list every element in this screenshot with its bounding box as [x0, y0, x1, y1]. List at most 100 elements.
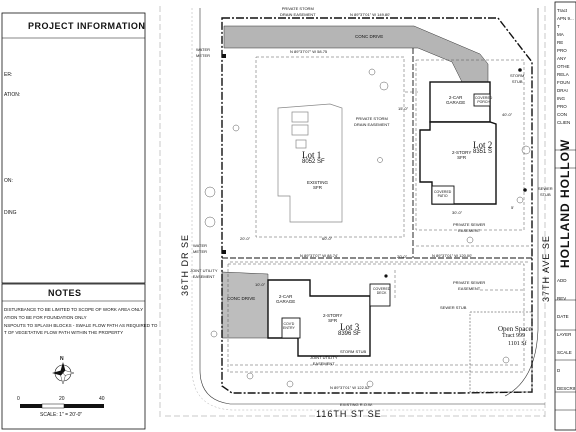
dimension-label: 40'-0" — [502, 112, 513, 117]
sewer-easement-label: PRIVATE SEWER EASEMENT — [453, 222, 486, 233]
dimension-label: 30'-0" — [452, 210, 463, 215]
conc-drive-label: CONC DRIVE — [227, 296, 256, 301]
lot3-name: Lot 3 — [340, 322, 360, 332]
storm-stub-label: STORM STUB — [340, 349, 367, 354]
storm-easement-label: PRIVATE STORM DRAIN EASEMENT — [280, 6, 316, 17]
dimension-label: 15'-0" — [398, 106, 409, 111]
dimension-label: 20'-0" — [397, 254, 408, 259]
notes-title: NOTES — [48, 288, 82, 298]
open-space-tract: Tract 999 — [502, 333, 525, 339]
title-block-text: Tract — [557, 8, 568, 13]
lot1-area: 8052 SF — [302, 159, 325, 165]
open-space-tract — [469, 311, 533, 393]
north-label: N — [60, 356, 64, 362]
water-meter-icon — [222, 250, 226, 254]
street-label-west: 36TH DR SE — [180, 233, 190, 296]
project-info-fragment: ON: — [4, 178, 13, 184]
property-boundary — [221, 17, 533, 394]
dimension-label: 20'-0" — [240, 236, 251, 241]
lot2-house — [419, 81, 497, 205]
project-info-title: PROJECT INFORMATION — [28, 21, 146, 31]
title-block-text: DATE — [557, 314, 569, 319]
title-block-text: PRO — [557, 48, 567, 53]
open-space-name: Open Space — [498, 325, 532, 333]
joint-utility-label: JOINT UTILITY EASEMENT — [310, 355, 338, 366]
notes-frame — [1, 283, 146, 430]
bearing-label: N 89°37'07" W 88.74' — [300, 253, 338, 258]
lot2-name: Lot 2 — [473, 140, 493, 150]
lot2-house-label: 2-STORY SFR — [452, 150, 472, 160]
west-road-edge — [199, 8, 545, 405]
title-block-text: LAYER — [557, 332, 572, 337]
lot2-area: 8351 S — [473, 149, 493, 155]
project-info-frame — [1, 12, 146, 284]
title-block-text: ANY — [557, 56, 567, 61]
scale-bar — [20, 403, 104, 409]
bearing-label: N 89°37'01" W 120.00' — [432, 253, 473, 258]
title-block-text: APN 9... — [557, 16, 574, 21]
title-block-text: CLIEN — [557, 120, 571, 125]
storm-stub-icon — [518, 68, 522, 72]
note-line: NSPOUTS TO SPLASH BLOCKS - SWALE FLOW PA… — [4, 323, 158, 328]
title-block-text: RE — [557, 40, 564, 45]
title-block-text: PRO — [557, 104, 567, 109]
title-block-text: RELA — [557, 72, 569, 77]
street-label-east: 37TH AVE SE — [541, 235, 551, 302]
lot3-entry-label: COV'D ENTRY — [283, 322, 295, 330]
scale-tick: 0 — [17, 396, 20, 402]
bearing-label: N 89°37'01" W 149.80' — [350, 12, 391, 17]
title-block-text: FOUN — [557, 80, 570, 85]
street-label-south: 116TH ST SE — [316, 409, 382, 419]
title-block-text: DESCRIPTI — [557, 386, 575, 391]
title-block-text: OTHE — [557, 64, 570, 69]
bearing-label: N 89°37'07" W 58.75 — [290, 49, 328, 54]
lot2-patio-label: COVERED PATIO — [434, 190, 452, 198]
water-meter-label: WATER METER — [196, 47, 210, 58]
tree-symbols — [204, 68, 531, 388]
lot1-house-label: EXISTING SFR — [307, 180, 329, 190]
sewer-stub-label: SEWER STUB — [538, 186, 553, 197]
lot2-porch-label: COVERED PORCH — [475, 96, 493, 104]
scale-tick: 20 — [59, 396, 65, 402]
conc-drive-label: CONC DRIVE — [355, 34, 384, 39]
title-block-text: D — [557, 368, 561, 373]
lot1-existing-house — [277, 103, 343, 223]
title-block-text: SCALE — [557, 350, 572, 355]
note-line: T OF VEGETATIVE FLOW PATH WITHIN THE PRO… — [4, 330, 124, 335]
note-line: ATION TO BE FOR FOUNDATION ONLY — [4, 315, 87, 320]
scale-label: SCALE: 1" = 20'-0" — [40, 412, 83, 418]
dimension-label: 5' — [511, 205, 514, 210]
sewer-stub-icon — [523, 188, 527, 192]
storm-easement-label: PRIVATE STORM DRAIN EASEMENT — [354, 116, 390, 127]
project-info-fragment: ATION: — [4, 92, 21, 98]
lot1-name: Lot 1 — [302, 150, 322, 160]
title-block-text: ADD — [557, 278, 567, 283]
lot3-porch-label: COVERED DECK — [373, 287, 391, 295]
project-info-fragment: DING — [4, 210, 17, 216]
project-info-fragment: ER: — [4, 72, 13, 78]
title-block-text: CON — [557, 112, 567, 117]
dimension-label: 10'-0" — [255, 282, 266, 287]
north-arrow-icon — [52, 362, 75, 385]
note-line: DISTURBANCE TO BE LIMITED TO SCOPE OF WO… — [4, 307, 144, 312]
sewer-stub-label: SEWER STUB — [440, 305, 467, 310]
lot3-house-label: 2-STORY SFR — [323, 313, 343, 323]
title-block-text: MA — [557, 32, 564, 37]
title-block-text: ING — [557, 96, 566, 101]
title-block-text: DRAI — [557, 88, 568, 93]
dimension-label: 60'-0" — [322, 236, 333, 241]
title-block-frame — [554, 1, 576, 431]
lot2-garage-label: 2-CAR GARAGE — [446, 95, 466, 105]
water-meter-label: WATER METER — [193, 243, 207, 254]
storm-stub-icon — [384, 274, 388, 278]
existing-row-label: EXISTING R.O.W. — [340, 402, 373, 407]
street-name-vertical: HOLLAND HOLLOW — [558, 138, 572, 268]
water-meter-icon — [222, 54, 226, 58]
sewer-easement-label: PRIVATE SEWER EASEMENT — [453, 280, 486, 291]
lot3-area: 8396 SF — [338, 331, 361, 337]
lot3-garage-label: 2-CAR GARAGE — [276, 294, 296, 304]
bearing-label: N 89°37'01" W 122.52' — [330, 385, 371, 390]
storm-stub-label: STORM STUB — [510, 73, 525, 84]
